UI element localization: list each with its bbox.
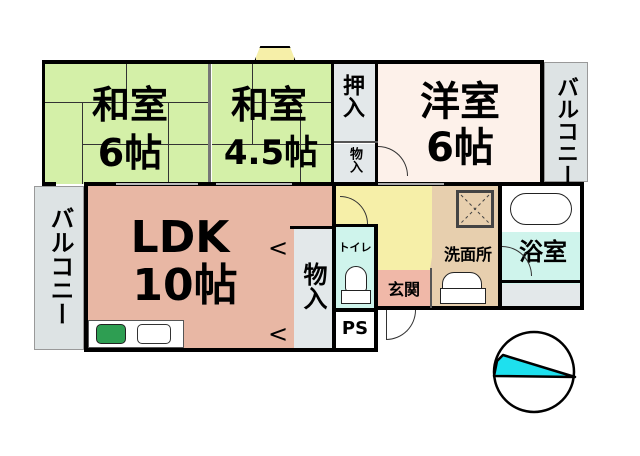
- room-label-oshiire: 押入: [339, 74, 364, 118]
- tatami-line: [300, 102, 301, 184]
- wall: [290, 226, 334, 229]
- wall: [332, 186, 336, 352]
- wall: [374, 224, 378, 352]
- room-label-ldk: LDK: [130, 212, 230, 263]
- room-washitsu-6: [44, 62, 210, 184]
- room-label-toilet: トイレ: [338, 241, 372, 254]
- stove-icon: [96, 324, 126, 344]
- wall: [208, 64, 211, 184]
- room-monoire: [294, 228, 332, 348]
- room-size-washitsu-6: 6帖: [97, 131, 163, 175]
- wall: [334, 141, 378, 143]
- room-size-youshitsu: 6帖: [426, 125, 494, 171]
- window: [216, 183, 292, 185]
- toilet-bowl-icon: [345, 266, 367, 292]
- window: [116, 183, 198, 185]
- room-label-monoire: 物入: [299, 262, 327, 310]
- wall: [580, 182, 584, 310]
- closet-door-mark: <: [268, 320, 289, 348]
- toilet-tank-icon: [341, 290, 371, 304]
- washbasin-counter: [440, 288, 486, 304]
- room-label-closet-small: 物入: [347, 147, 362, 173]
- wall: [336, 224, 378, 227]
- room-label-washitsu-4-5: 和室: [230, 83, 307, 127]
- wall: [84, 182, 584, 186]
- washing-machine-cross-icon: [460, 194, 490, 224]
- balcony-east: [544, 62, 588, 182]
- room-oshiire: [334, 62, 376, 142]
- bath-bottom-area: [502, 284, 580, 306]
- room-size-washitsu-4-5: 4.5帖: [223, 133, 319, 173]
- tatami-line: [168, 102, 169, 184]
- room-youshitsu: [378, 62, 542, 182]
- tatami-line: [252, 62, 253, 144]
- wall: [498, 186, 502, 310]
- balcony-east-label: バルコニー: [553, 76, 578, 186]
- room-washitsu-4-5: [212, 62, 332, 184]
- wall: [378, 306, 582, 310]
- wall: [84, 348, 378, 352]
- tatami-line: [126, 62, 127, 102]
- genkan-divider: [430, 268, 432, 308]
- room-genkan: [378, 270, 430, 308]
- tatami-line: [212, 144, 332, 145]
- tatami-line: [82, 102, 83, 184]
- wall: [42, 60, 542, 64]
- tatami-line: [44, 102, 210, 103]
- wall: [336, 308, 378, 312]
- bathtub-icon: [510, 193, 572, 225]
- room-label-genkan: 玄関: [387, 280, 420, 299]
- tatami-line: [82, 144, 210, 145]
- room-label-washitsu-6: 和室: [91, 83, 168, 127]
- room-label-ps: PS: [341, 318, 369, 339]
- room-label-youshitsu: 洋室: [420, 79, 500, 125]
- compass-north-arrow-icon: [492, 330, 577, 414]
- wall: [331, 62, 334, 186]
- balcony-west-label: バルコニー: [46, 206, 74, 326]
- room-size-ldk: 10帖: [132, 260, 238, 311]
- balcony-west: [34, 186, 84, 350]
- wall: [540, 60, 544, 186]
- room-label-senmenjo: 洗面所: [443, 245, 492, 264]
- window: [378, 183, 444, 185]
- wall: [84, 182, 88, 352]
- wall: [42, 182, 56, 186]
- room-ps: [336, 312, 374, 348]
- sink-icon: [137, 324, 171, 344]
- wall: [375, 62, 378, 184]
- wall: [42, 60, 45, 186]
- entrance-door-swing: [386, 310, 416, 340]
- room-closet-small: [334, 144, 376, 182]
- tatami-line: [252, 102, 332, 103]
- wall: [502, 280, 580, 283]
- closet-door-mark: <: [268, 234, 289, 262]
